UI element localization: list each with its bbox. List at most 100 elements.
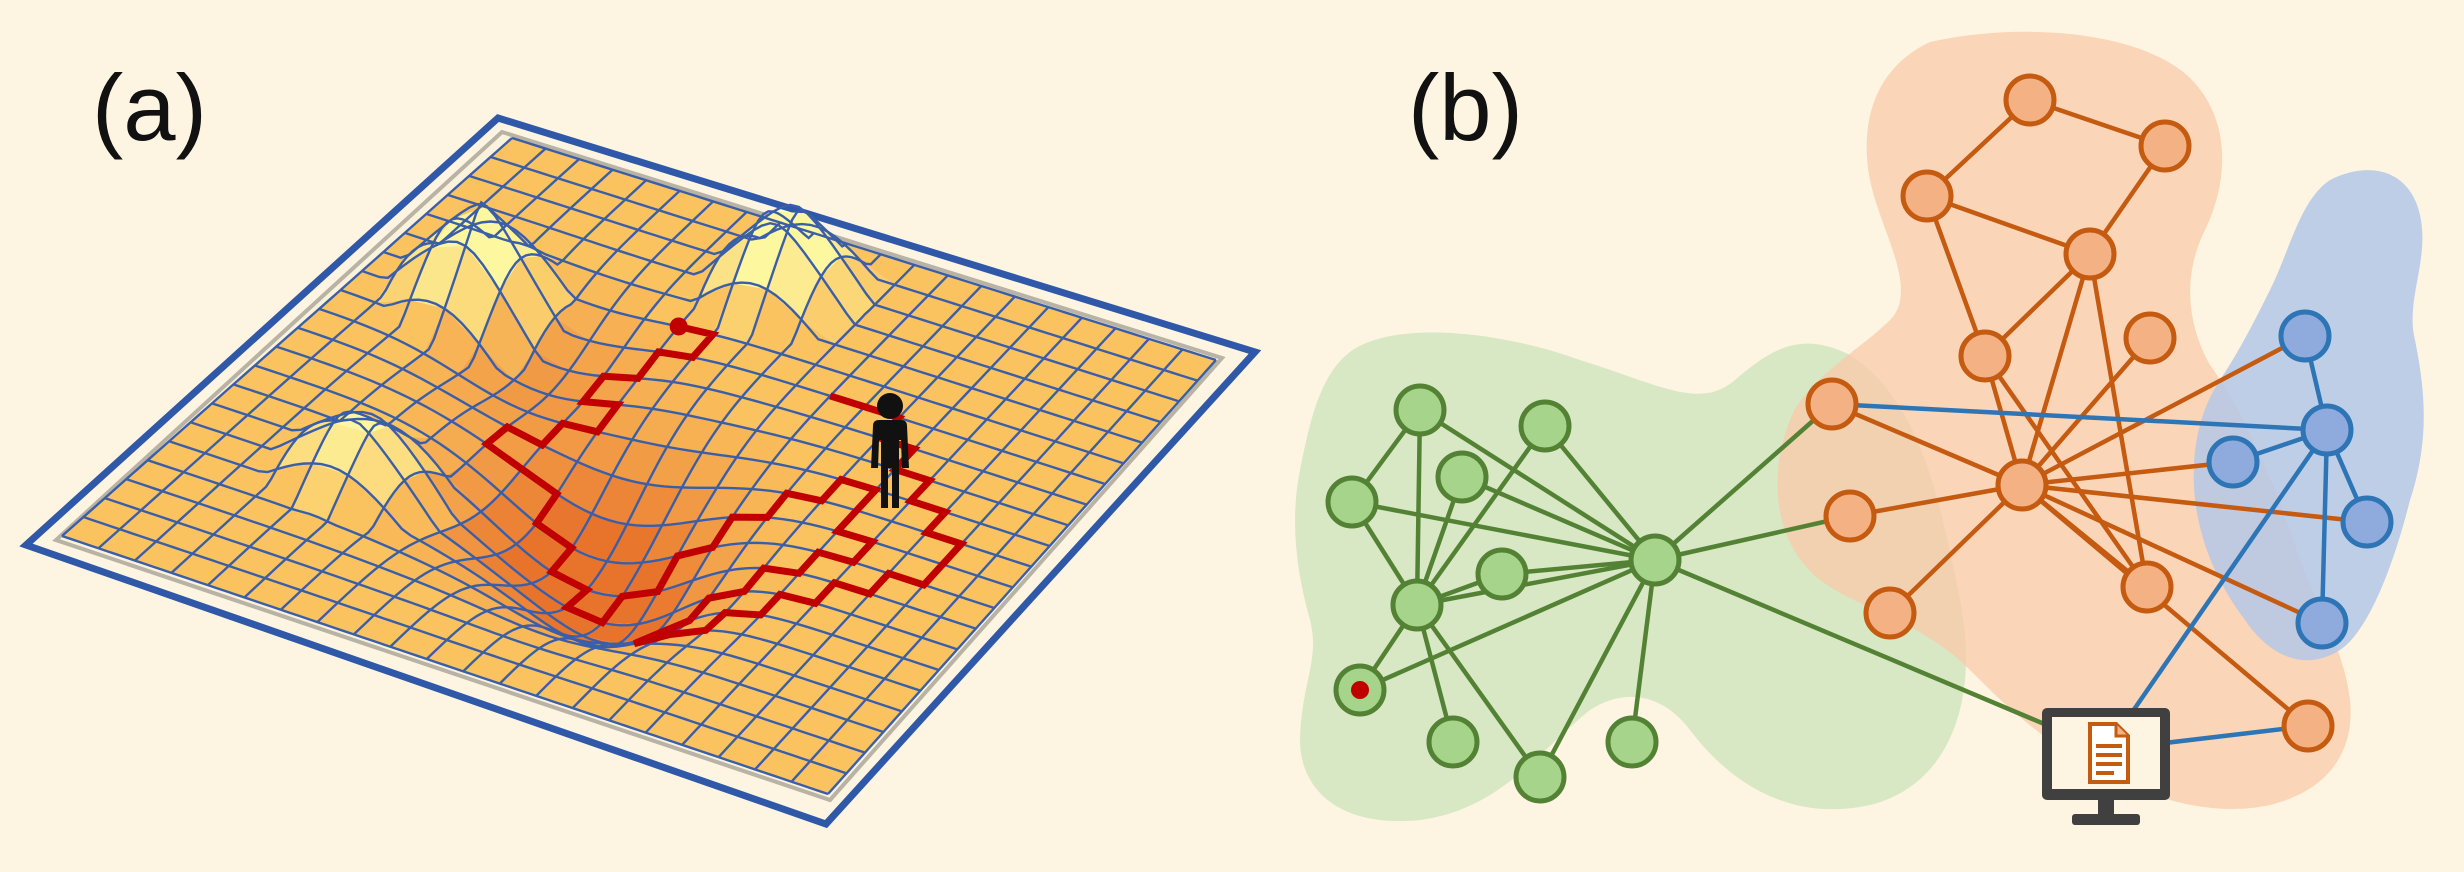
- network-edge: [1629, 559, 1658, 743]
- network-node: [1475, 547, 1529, 601]
- grid-tile: [569, 340, 624, 377]
- network-edge: [1415, 603, 1542, 779]
- grid-line: [254, 364, 995, 610]
- grid-line: [134, 158, 580, 562]
- grid-tile: [430, 595, 487, 623]
- network-node: [1958, 329, 2012, 383]
- grid-line: [243, 189, 681, 599]
- grid-tile: [460, 511, 517, 555]
- panel-a-label: (a): [92, 55, 207, 160]
- network-node: [2295, 596, 2349, 650]
- grid-tile: [346, 353, 403, 386]
- network-edge: [1415, 424, 1547, 607]
- grid-tile: [511, 583, 567, 614]
- grid-tile: [840, 257, 895, 305]
- grid-tile: [708, 568, 764, 599]
- grid-tile: [503, 626, 559, 649]
- grid-tile: [348, 432, 405, 508]
- grid-line: [511, 136, 1217, 362]
- grid-tile: [368, 426, 425, 481]
- grid-line: [125, 478, 884, 734]
- grid-tile: [472, 395, 528, 427]
- network-node: [1823, 489, 1877, 543]
- grid-line: [425, 209, 848, 660]
- grid-tile: [394, 580, 451, 610]
- grid-tile: [602, 591, 658, 625]
- monitor-icon: [2042, 708, 2170, 825]
- network-edge: [1926, 193, 2091, 257]
- grid-tile: [781, 319, 836, 365]
- grid-tile: [495, 544, 552, 584]
- network-edge: [1543, 424, 1657, 562]
- grid-tile: [603, 347, 659, 379]
- grid-tile: [470, 584, 527, 611]
- grid-line: [361, 240, 1088, 506]
- grid-tile: [360, 385, 417, 419]
- grid-tile: [698, 230, 754, 299]
- grid-line: [316, 211, 748, 623]
- network-panel: [1295, 31, 2424, 825]
- grid-tile: [445, 462, 502, 512]
- grid-line: [717, 327, 1117, 758]
- grid-tile: [534, 316, 590, 371]
- network-edge: [1418, 408, 1657, 562]
- network-edge: [1654, 513, 1851, 563]
- grid-tile: [404, 471, 461, 533]
- grid-tile: [367, 335, 424, 369]
- grid-tile: [667, 415, 722, 453]
- grid-tile: [291, 463, 349, 522]
- grid-tile: [466, 610, 523, 637]
- grid-tile: [455, 558, 512, 586]
- terrain-panel: [19, 114, 1262, 829]
- network-node: [1513, 750, 1567, 804]
- grid-tile: [747, 289, 802, 355]
- grid-tile: [409, 245, 466, 309]
- grid-line: [352, 221, 782, 636]
- grid-line: [97, 147, 547, 550]
- grid-line: [104, 496, 866, 754]
- network-edge: [1654, 557, 2107, 753]
- walk-trajectory: [480, 323, 968, 648]
- grid-tile: [652, 381, 708, 416]
- network-edge: [1351, 499, 1656, 563]
- grid-line: [190, 418, 940, 672]
- grid-tile: [647, 446, 702, 488]
- grid-tile: [375, 247, 432, 303]
- grid-tile: [332, 321, 389, 354]
- network-edge: [1416, 557, 1656, 608]
- network-walk-path: [1351, 681, 1369, 699]
- network-edge: [2319, 429, 2330, 624]
- grid-line: [383, 202, 1106, 486]
- grid-tile: [342, 536, 400, 567]
- document-icon: [2088, 722, 2130, 784]
- grid-tile: [419, 532, 476, 562]
- grid-tile: [624, 319, 679, 352]
- grid-line: [468, 174, 1180, 403]
- grid-tile: [732, 489, 787, 518]
- grid-tile: [767, 231, 822, 320]
- grid-tile: [255, 463, 313, 509]
- network-edge: [2019, 253, 2093, 486]
- network-edge: [2021, 482, 2323, 626]
- grid-line: [207, 179, 647, 587]
- network-edge: [1653, 402, 1834, 562]
- grid-tile: [493, 380, 549, 413]
- grid-tile: [479, 291, 535, 381]
- grid-tile: [475, 554, 532, 586]
- grid-line: [389, 210, 815, 648]
- grid-line: [275, 345, 1014, 589]
- grid-tile: [276, 422, 334, 470]
- grid-tile: [626, 484, 682, 526]
- grid-tile: [333, 412, 390, 433]
- grid-tile: [383, 232, 440, 252]
- grid-line: [147, 459, 903, 713]
- grid-tile: [638, 351, 693, 382]
- network-node: [2138, 119, 2192, 173]
- grid-line: [827, 359, 1217, 795]
- grid-tile: [821, 257, 875, 325]
- grid-tile: [414, 568, 471, 596]
- grid-tile: [465, 206, 521, 292]
- grid-tile: [381, 368, 438, 402]
- grid-tile: [520, 256, 576, 317]
- grid-tile: [597, 404, 653, 440]
